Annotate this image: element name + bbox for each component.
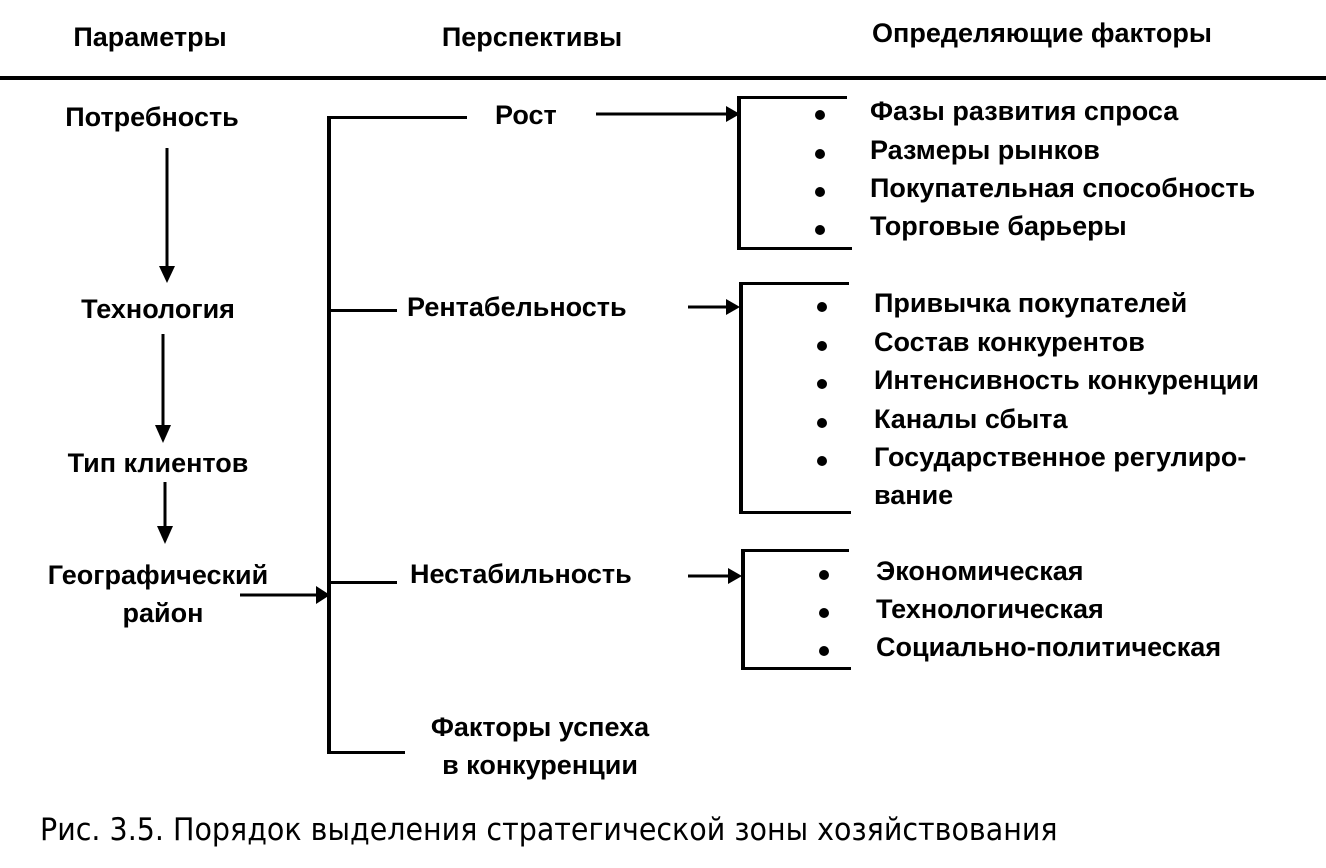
perspective-instability: Нестабильность [410,559,632,589]
factor-instab-3: Социально-политическая [876,632,1222,662]
perspective-growth: Рост [495,100,557,130]
branch-success [327,751,405,754]
bullet-icon [815,187,825,197]
bullet-icon [815,149,825,159]
arrowhead-client-to-geo [157,526,173,544]
factor-growth-1: Фазы развития спроса [870,96,1179,126]
arrowhead-growth [726,106,740,122]
bracket-instab-vertical [741,549,745,670]
param-client-type: Тип клиентов [67,448,249,478]
bullet-icon [817,456,827,466]
perspective-profitability: Рентабельность [407,292,627,322]
factor-growth-4: Торговые барьеры [870,211,1127,241]
header-parameters: Параметры [73,22,227,52]
arrowhead-tech-to-client [155,425,171,443]
header-perspectives: Перспективы [441,22,623,52]
bracket-growth-bottom [737,247,852,250]
param-need: Потребность [65,102,239,132]
param-technology: Технология [81,294,235,324]
bullet-icon [817,379,827,389]
arrowhead-geo-to-trunk [316,586,330,604]
header-factors: Определяющие факторы [872,18,1212,48]
perspective-success-line1: Факторы успеха [430,712,650,742]
arrowhead-instab [728,568,742,584]
bullet-icon [817,302,827,312]
factor-profit-5-cont: вание [874,480,954,510]
factor-instab-2: Технологическая [876,594,1104,624]
figure-caption: Рис. 3.5. Порядок выделения стратегическ… [40,812,1058,848]
header-divider [0,76,1326,80]
bullet-icon [819,608,829,618]
bullet-icon [819,646,829,656]
bracket-growth-vertical [737,96,741,250]
factor-growth-3: Покупательная способность [870,173,1256,203]
bullet-icon [817,418,827,428]
bracket-instab-top [741,549,849,552]
factor-instab-1: Экономическая [876,556,1084,586]
bracket-instab-bottom [741,667,851,670]
param-region: район [122,598,204,628]
bullet-icon [819,570,829,580]
factor-profit-3: Интенсивность конкуренции [874,365,1260,395]
factor-profit-5: Государственное регулиро- [874,442,1247,472]
param-geographic: Географический [47,560,269,590]
arrowhead-profit [726,299,740,315]
factor-growth-2: Размеры рынков [870,135,1100,165]
factor-profit-1: Привычка покупателей [874,288,1188,318]
bracket-profit-vertical [739,282,743,514]
branch-growth [327,116,467,119]
factor-profit-2: Состав конкурентов [874,327,1145,357]
bullet-icon [817,341,827,351]
branch-profitability [327,309,397,312]
bracket-growth-top [737,96,847,99]
bracket-profit-top [739,282,849,285]
factor-profit-4: Каналы сбыта [874,404,1068,434]
branch-instability [327,581,397,584]
arrowhead-need-to-tech [159,266,175,283]
bracket-profit-bottom [739,511,851,514]
perspectives-trunk [327,116,331,754]
bullet-icon [815,225,825,235]
bullet-icon [815,110,825,120]
perspective-success-line2: в конкуренции [442,750,638,780]
